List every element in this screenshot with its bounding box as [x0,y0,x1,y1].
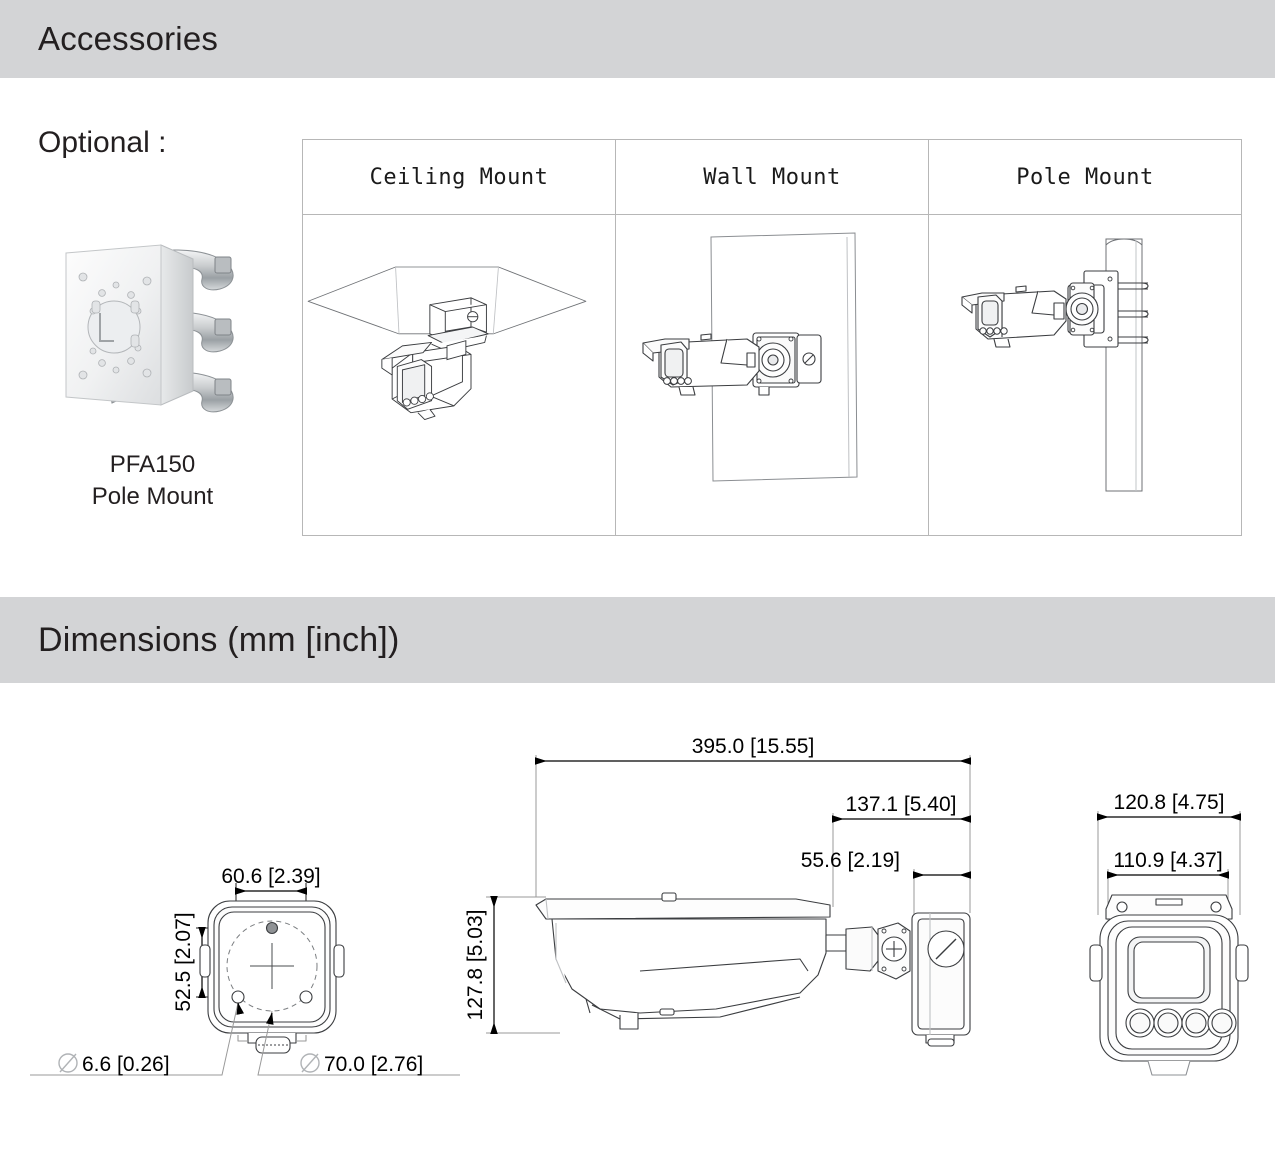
product-caption: PFA150 Pole Mount [30,449,275,514]
wall-mount-camera-drawing [642,232,858,482]
dim-hole-small: 6.6 [0.26] [82,1053,170,1076]
mount-options-table: Ceiling Mount Wall Mount Pole Mount [302,139,1242,536]
product-model: PFA150 [109,451,196,478]
product-name: Pole Mount [91,483,214,511]
table-header-wall-mount: Wall Mount [615,139,929,215]
dim-side-height: 127.8 [5.03] [464,910,487,1021]
dim-box-width: 55.6 [2.19] [801,849,900,872]
table-header-pole-mount: Pole Mount [928,139,1242,215]
section-title-accessories: Accessories [38,20,219,57]
dim-hole-large: 70.0 [2.76] [324,1053,423,1076]
table-header-row: Ceiling Mount Wall Mount Pole Mount [302,139,1242,215]
table-row [302,214,1242,536]
dim-box-depth: 137.1 [5.40] [846,793,957,816]
pole-mount-camera-drawing [961,238,1149,492]
front-view: 120.8 [4.75] 110.9 [4.37] [1089,791,1249,1076]
back-view: 60.6 [2.39] 52.5 [2.07] [30,865,460,1076]
dim-side-length: 395.0 [15.55] [692,735,815,758]
dim-front-outer: 120.8 [4.75] [1114,791,1225,814]
optional-label: Optional : [38,126,167,159]
section-title-dimensions: Dimensions (mm [inch]) [38,620,400,659]
dim-front-inner: 110.9 [4.37] [1113,849,1222,872]
ceiling-mount-camera-drawing [307,266,587,421]
section-header-accessories: Accessories [0,0,1275,78]
dim-back-width: 60.6 [2.39] [221,865,320,888]
cell-ceiling-mount [302,214,616,536]
side-view: 395.0 [15.55] 137.1 [5.40] 55.6 [2.19] 1… [464,735,972,1047]
cell-pole-mount [928,214,1242,536]
optional-product-block: PFA150 Pole Mount [30,215,275,514]
dimension-drawings-area: 60.6 [2.39] 52.5 [2.07] [0,683,1275,1155]
section-header-dimensions: Dimensions (mm [inch]) [0,597,1275,683]
dim-back-height: 52.5 [2.07] [172,912,195,1011]
table-header-ceiling-mount: Ceiling Mount [302,139,616,215]
pole-mount-bracket-photo [30,215,275,415]
cell-wall-mount [615,214,929,536]
